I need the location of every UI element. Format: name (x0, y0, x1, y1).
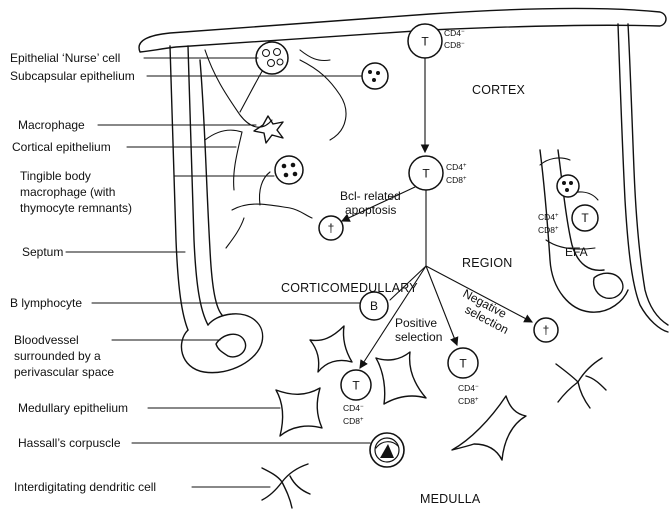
label-tingible-2: macrophage (with (20, 185, 115, 199)
flow-arrows (341, 57, 533, 369)
svg-text:†: † (328, 221, 335, 235)
b-lymphocyte-cell: B (359, 291, 389, 321)
label-macrophage: Macrophage (18, 118, 85, 132)
svg-text:CD4−: CD4− (458, 383, 479, 393)
svg-text:†: † (543, 323, 550, 337)
label-bloodvessel-1: Bloodvessel (14, 333, 79, 347)
label-bloodvessel-2: surrounded by a (14, 349, 101, 363)
svg-text:CD8+: CD8+ (538, 225, 559, 235)
cortex-label: CORTEX (472, 83, 526, 97)
t-cell-positive-right: T CD4− CD8+ (447, 347, 479, 406)
apoptotic-cell-right: † (533, 317, 559, 343)
svg-text:T: T (352, 379, 360, 393)
septum-shape (169, 45, 189, 331)
capsule-outline (138, 7, 667, 53)
tingible-macrophage (274, 155, 304, 185)
medulla-label: MEDULLA (420, 492, 481, 506)
t-cell-efa: T CD4+ CD8+ EFA (538, 204, 599, 259)
label-bloodvessel-3: perivascular space (14, 365, 114, 379)
efa-macrophage (556, 174, 580, 198)
region-label: REGION (462, 256, 513, 270)
svg-text:CD8+: CD8+ (458, 396, 479, 406)
efa-label: EFA (565, 245, 588, 259)
hassall-corpuscle (369, 432, 405, 468)
label-subcapsular: Subcapsular epithelium (10, 69, 135, 83)
bcl-label-1: Bcl- related (340, 189, 401, 203)
marker-cd4-pos: CD4+ (446, 162, 467, 172)
t-cell-label: T (421, 35, 429, 49)
svg-text:CD8+: CD8+ (343, 416, 364, 426)
medullary-epithelium-shapes (275, 325, 527, 461)
nurse-cell (255, 41, 289, 75)
bloodvessel-shape (180, 313, 264, 374)
corticomedullary-label: CORTICOMEDULLARY (281, 281, 418, 295)
svg-text:CD4−: CD4− (343, 403, 364, 413)
t-cell-top: T CD4− CD8− (407, 23, 465, 59)
svg-text:T: T (422, 167, 430, 181)
label-septum: Septum (22, 245, 63, 259)
macrophage-shape (253, 115, 284, 144)
label-hassall: Hassall’s corpuscle (18, 436, 121, 450)
dendritic-cells (261, 357, 607, 509)
label-medullary-epithelium: Medullary epithelium (18, 401, 128, 415)
positive-label-1: Positive (395, 316, 437, 330)
marker-cd8-pos: CD8+ (446, 175, 467, 185)
label-dendritic: Interdigitating dendritic cell (14, 480, 156, 494)
marker-cd4-neg: CD4− (444, 28, 465, 38)
subcapsular-cell (361, 62, 389, 90)
svg-text:T: T (581, 211, 589, 225)
bcl-label-2: apoptosis (345, 203, 396, 217)
label-cortical-epithelium: Cortical epithelium (12, 140, 111, 154)
apoptotic-cell-left: † (318, 215, 344, 241)
label-tingible-3: thymocyte remnants) (20, 201, 132, 215)
svg-text:CD4+: CD4+ (538, 212, 559, 222)
leader-lines (65, 57, 371, 488)
efa-region (539, 149, 629, 313)
label-nurse-cell: Epithelial ‘Nurse’ cell (10, 51, 120, 65)
label-tingible-1: Tingible body (20, 169, 91, 183)
positive-label-2: selection (395, 330, 442, 344)
svg-text:B: B (370, 299, 378, 313)
t-cell-mid: T CD4+ CD8+ (408, 155, 467, 191)
capsule-right (627, 23, 669, 326)
label-b-lymphocyte: B lymphocyte (10, 296, 82, 310)
marker-cd8-neg: CD8− (444, 40, 465, 50)
t-cell-positive-left: T CD4− CD8+ (340, 369, 372, 426)
svg-text:T: T (459, 357, 467, 371)
